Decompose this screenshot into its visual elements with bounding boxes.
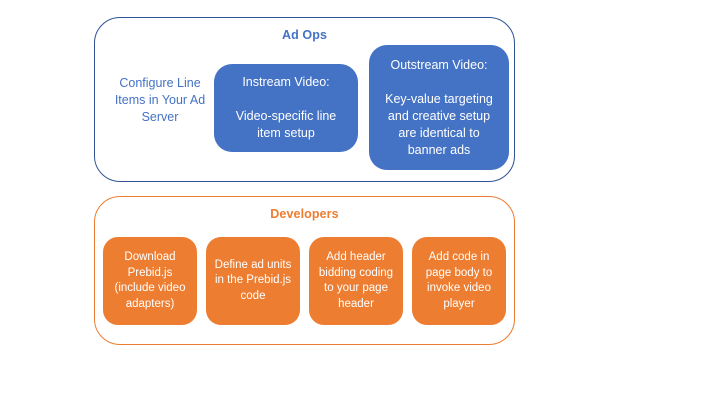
ad-ops-title: Ad Ops xyxy=(281,28,328,42)
add-page-body-code-box: Add code in page body to invoke video pl… xyxy=(412,237,506,325)
add-page-body-code-label: Add code in page body to invoke video pl… xyxy=(425,251,493,310)
instream-video-box: Instream Video: Video-specific line item… xyxy=(214,64,358,152)
download-prebid-box: Download Prebid.js (include video adapte… xyxy=(103,237,197,325)
add-header-bidding-box: Add header bidding coding to your page h… xyxy=(309,237,403,325)
add-header-bidding-label: Add header bidding coding to your page h… xyxy=(318,251,394,310)
define-ad-units-label: Define ad units in the Prebid.js code xyxy=(214,258,292,302)
download-prebid-label: Download Prebid.js (include video adapte… xyxy=(114,251,186,310)
outstream-video-body: Key-value targeting and creative setup a… xyxy=(385,91,493,157)
instream-video-title: Instream Video: xyxy=(242,75,330,89)
developers-title: Developers xyxy=(270,207,339,221)
outstream-video-box: Outstream Video: Key-value targeting and… xyxy=(369,45,509,170)
developers-group: Developers Download Prebid.js (include v… xyxy=(94,196,515,345)
instream-video-body: Video-specific line item setup xyxy=(235,109,337,140)
define-ad-units-box: Define ad units in the Prebid.js code xyxy=(206,237,300,325)
developer-steps-row: Download Prebid.js (include video adapte… xyxy=(103,237,506,325)
configure-line-items-note: Configure Line Items in Your Ad Server xyxy=(114,76,206,124)
ad-ops-group: Ad Ops Configure Line Items in Your Ad S… xyxy=(94,17,515,182)
outstream-video-title: Outstream Video: xyxy=(390,57,488,72)
